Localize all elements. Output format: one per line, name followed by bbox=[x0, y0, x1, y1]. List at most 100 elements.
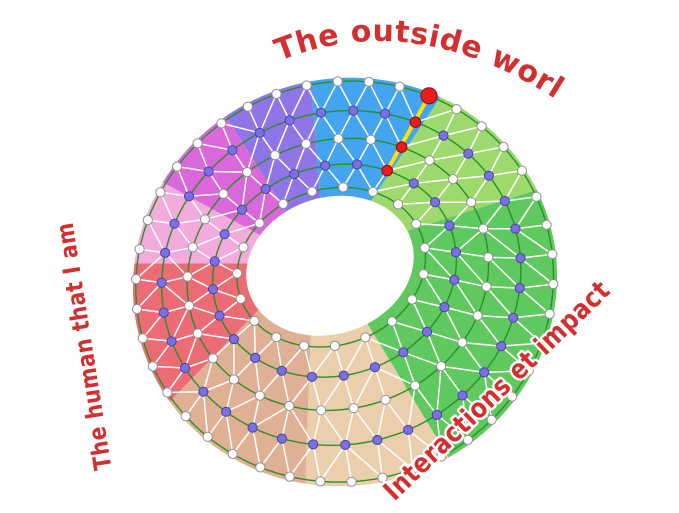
wheel-node-white[interactable] bbox=[242, 101, 253, 112]
wheel-node-white[interactable] bbox=[137, 333, 148, 344]
wheel-node-white[interactable] bbox=[162, 387, 173, 398]
wheel-node-purple[interactable] bbox=[403, 424, 414, 435]
wheel-node-purple[interactable] bbox=[228, 334, 239, 345]
wheel-node-purple[interactable] bbox=[158, 307, 169, 318]
wheel-node-white[interactable] bbox=[316, 405, 327, 416]
wheel-node-purple[interactable] bbox=[438, 130, 449, 141]
wheel-node-white[interactable] bbox=[360, 332, 371, 343]
wheel-node-white[interactable] bbox=[207, 353, 218, 364]
wheel-node-purple[interactable] bbox=[156, 277, 167, 288]
wheel-node-white[interactable] bbox=[332, 76, 343, 87]
wheel-node-white[interactable] bbox=[541, 219, 552, 230]
wheel-node-purple[interactable] bbox=[250, 352, 261, 363]
wheel-node-white[interactable] bbox=[462, 434, 473, 445]
wheel-node-purple[interactable] bbox=[209, 256, 220, 267]
wheel-node-purple[interactable] bbox=[510, 223, 521, 234]
wheel-node-white[interactable] bbox=[192, 138, 203, 149]
wheel-node-purple[interactable] bbox=[306, 371, 318, 382]
wheel-node-white[interactable] bbox=[365, 134, 376, 145]
wheel-node-white[interactable] bbox=[481, 281, 492, 292]
wheel-node-purple[interactable] bbox=[254, 127, 265, 138]
wheel-node-white[interactable] bbox=[228, 374, 239, 385]
wheel-node-purple[interactable] bbox=[184, 191, 195, 202]
wheel-node-purple[interactable] bbox=[351, 159, 363, 170]
wheel-node-white[interactable] bbox=[278, 198, 289, 209]
wheel-node-purple[interactable] bbox=[308, 439, 319, 450]
wheel-node-purple[interactable] bbox=[479, 367, 490, 378]
wheel-node-purple[interactable] bbox=[499, 195, 510, 207]
wheel-node-white[interactable] bbox=[155, 187, 166, 198]
wheel-node-purple[interactable] bbox=[372, 434, 383, 446]
wheel-node-purple[interactable] bbox=[431, 409, 442, 420]
wheel-node-white[interactable] bbox=[187, 242, 198, 253]
wheel-node-purple[interactable] bbox=[430, 197, 441, 208]
wheel-node-white[interactable] bbox=[367, 186, 378, 197]
wheel-node-purple[interactable] bbox=[483, 170, 494, 181]
wheel-node-white[interactable] bbox=[192, 328, 203, 339]
wheel-node-white[interactable] bbox=[516, 165, 528, 176]
wheel-node-purple[interactable] bbox=[515, 253, 526, 264]
wheel-node-white[interactable] bbox=[307, 186, 318, 197]
wheel-node-white[interactable] bbox=[451, 104, 462, 115]
wheel-node-white[interactable] bbox=[419, 242, 430, 253]
wheel-node-white[interactable] bbox=[346, 476, 357, 487]
wheel-node-white[interactable] bbox=[486, 414, 497, 425]
wheel-node-purple[interactable] bbox=[289, 169, 300, 180]
wheel-node-white[interactable] bbox=[476, 121, 487, 132]
wheel-node-white[interactable] bbox=[182, 271, 193, 282]
wheel-node-white[interactable] bbox=[249, 315, 260, 326]
wheel-node-white[interactable] bbox=[472, 310, 483, 321]
wheel-node-white[interactable] bbox=[523, 365, 534, 376]
wheel-node-purple[interactable] bbox=[457, 390, 468, 401]
wheel-node-white[interactable] bbox=[202, 431, 213, 442]
wheel-node-white[interactable] bbox=[348, 403, 359, 414]
wheel-node-white[interactable] bbox=[407, 464, 418, 475]
wheel-node-white[interactable] bbox=[333, 133, 344, 144]
wheel-node-white[interactable] bbox=[393, 199, 404, 210]
wheel-node-white[interactable] bbox=[232, 268, 243, 279]
wheel-node-white[interactable] bbox=[548, 279, 559, 290]
wheel-node-white[interactable] bbox=[536, 338, 547, 349]
wheel-node-purple[interactable] bbox=[316, 107, 327, 118]
wheel-node-purple[interactable] bbox=[166, 336, 177, 347]
wheel-node-purple[interactable] bbox=[284, 115, 295, 126]
wheel-node-white[interactable] bbox=[299, 340, 310, 351]
wheel-node-purple[interactable] bbox=[514, 283, 525, 294]
wheel-node-white[interactable] bbox=[436, 451, 447, 462]
wheel-node-white[interactable] bbox=[394, 81, 405, 92]
wheel-node-purple[interactable] bbox=[221, 406, 232, 417]
wheel-node-white[interactable] bbox=[235, 293, 246, 304]
wheel-node-white[interactable] bbox=[457, 337, 468, 348]
wheel-node-white[interactable] bbox=[199, 214, 211, 225]
wheel-node-white[interactable] bbox=[424, 155, 435, 166]
wheel-node-white[interactable] bbox=[131, 303, 143, 315]
selected-node[interactable] bbox=[409, 116, 422, 128]
wheel-node-purple[interactable] bbox=[320, 160, 331, 171]
wheel-node-white[interactable] bbox=[227, 448, 238, 460]
wheel-node-white[interactable] bbox=[130, 274, 142, 285]
wheel-node-purple[interactable] bbox=[276, 365, 287, 376]
wheel-node-white[interactable] bbox=[172, 161, 183, 172]
wheel-node-white[interactable] bbox=[506, 391, 518, 402]
wheel-node-white[interactable] bbox=[544, 308, 555, 319]
wheel-node-purple[interactable] bbox=[380, 108, 391, 119]
wheel-node-white[interactable] bbox=[547, 249, 558, 260]
wheel-node-purple[interactable] bbox=[463, 148, 474, 159]
wheel-node-purple[interactable] bbox=[260, 183, 271, 195]
wheel-node-white[interactable] bbox=[242, 167, 253, 178]
wheel-node-white[interactable] bbox=[284, 471, 295, 482]
wheel-node-white[interactable] bbox=[436, 361, 447, 372]
wheel-node-white[interactable] bbox=[301, 80, 312, 91]
wheel-node-purple[interactable] bbox=[449, 274, 460, 285]
wheel-node-white[interactable] bbox=[134, 244, 145, 255]
wheel-node-purple[interactable] bbox=[276, 433, 287, 444]
wheel-node-white[interactable] bbox=[255, 462, 266, 473]
wheel-node-purple[interactable] bbox=[340, 439, 351, 450]
selected-node[interactable] bbox=[395, 141, 408, 153]
wheel-node-purple[interactable] bbox=[203, 166, 214, 177]
wheel-node-white[interactable] bbox=[411, 218, 422, 229]
wheel-node-purple[interactable] bbox=[219, 229, 230, 240]
wheel-node-white[interactable] bbox=[531, 191, 542, 202]
wheel-node-white[interactable] bbox=[147, 361, 158, 372]
wheel-node-purple[interactable] bbox=[369, 362, 380, 373]
